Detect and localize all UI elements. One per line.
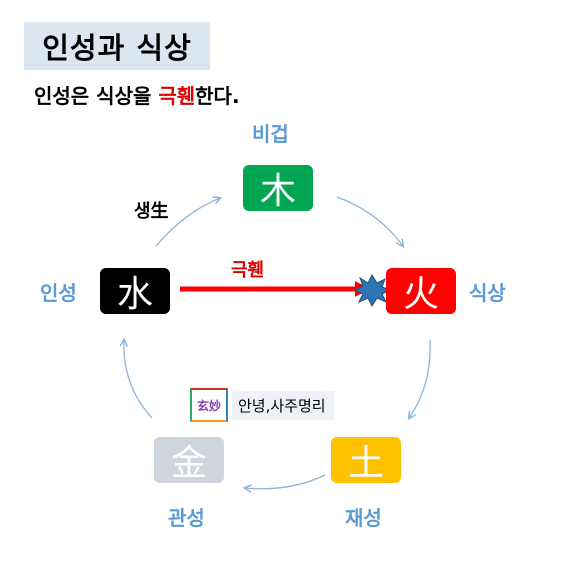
title-box: 인성과 식상 xyxy=(24,22,210,70)
subtitle-prefix: 인성은 식상을 xyxy=(34,84,159,108)
label-earth: 재성 xyxy=(345,506,382,530)
label-metal: 관성 xyxy=(168,506,205,530)
element-fire: 火 xyxy=(386,268,456,315)
watermark-text: 안녕,사주명리 xyxy=(232,390,334,420)
subtitle: 인성은 식상을 극휀한다. xyxy=(34,80,240,109)
label-fire: 식상 xyxy=(469,281,506,305)
arrow-wood-to-fire xyxy=(336,196,403,246)
element-metal: 金 xyxy=(154,437,224,484)
subtitle-suffix: 한다. xyxy=(195,84,240,108)
element-earth: 土 xyxy=(331,437,401,484)
watermark: 玄妙 안녕,사주명리 xyxy=(190,388,334,422)
arrow-fire-to-earth xyxy=(409,339,431,418)
arrow-water-to-wood xyxy=(155,198,220,247)
arrow-earth-to-metal xyxy=(245,474,326,489)
subtitle-highlight: 극휀 xyxy=(158,84,196,108)
arrow-metal-to-water xyxy=(124,340,153,419)
label-wood: 비겁 xyxy=(252,122,289,146)
watermark-logo: 玄妙 xyxy=(190,388,228,422)
control-label: 극휀 xyxy=(231,260,265,281)
page-title: 인성과 식상 xyxy=(42,31,192,65)
label-water: 인성 xyxy=(40,281,77,305)
element-water: 水 xyxy=(100,268,170,315)
element-wood: 木 xyxy=(243,165,313,212)
impact-burst-icon xyxy=(353,273,392,308)
generate-label: 생生 xyxy=(134,201,169,222)
